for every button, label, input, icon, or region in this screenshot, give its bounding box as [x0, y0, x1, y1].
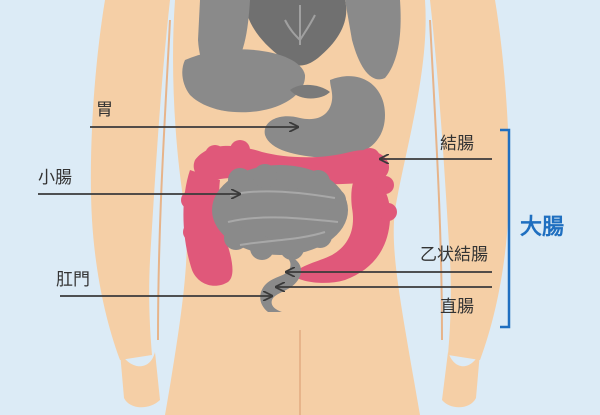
left-hand — [120, 352, 160, 407]
loop — [220, 198, 244, 222]
colon-bump — [376, 176, 394, 194]
colon-bump — [183, 223, 201, 241]
colon-bump — [230, 140, 250, 160]
loop — [228, 168, 252, 192]
colon-bump — [360, 148, 380, 168]
loop — [253, 164, 277, 188]
colon-bump — [379, 203, 397, 221]
label-colon: 結腸 — [440, 136, 474, 153]
colon-bump — [195, 252, 215, 272]
colon-bump — [205, 145, 225, 165]
loop — [224, 226, 248, 250]
loop — [324, 189, 346, 211]
loop — [250, 236, 274, 260]
label-stomach: 胃 — [96, 102, 113, 119]
label-sigmoid-colon: 乙状結腸 — [420, 247, 488, 264]
label-large-intestine: 大腸 — [520, 217, 564, 239]
loop — [280, 166, 304, 190]
right-hand — [442, 352, 480, 407]
loop — [306, 170, 330, 194]
label-rectum: 直腸 — [440, 299, 474, 316]
label-anus: 肛門 — [56, 272, 90, 289]
label-small-intestine: 小腸 — [38, 170, 72, 187]
